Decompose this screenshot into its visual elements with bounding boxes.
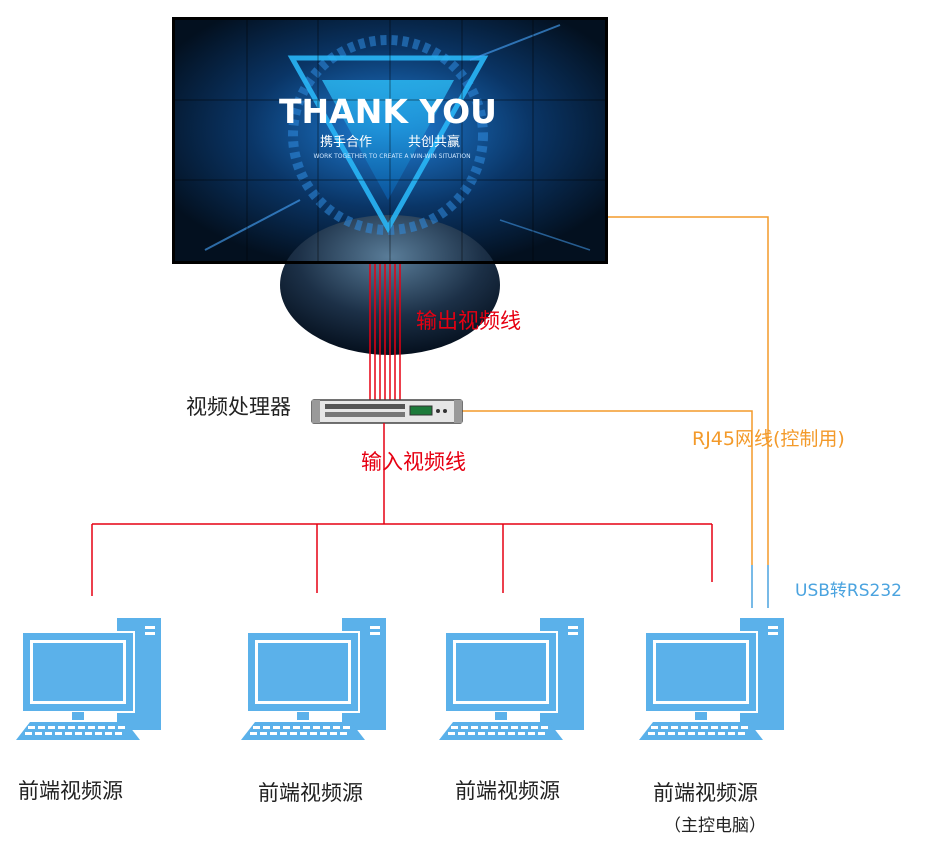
video-processor: [311, 399, 463, 424]
computer-note-4: （主控电脑）: [664, 816, 766, 836]
output-cable-label: 输出视频线: [416, 309, 521, 333]
led-video-wall: THANK YOU 携手合作 共创共赢 WORK TOGETHER TO CRE…: [172, 17, 608, 355]
computer-icon: [639, 618, 784, 740]
computer-icon: [241, 618, 386, 740]
screen-slogan-left: 携手合作: [320, 134, 372, 150]
usb-label: USB转RS232: [795, 581, 902, 601]
computer-icon: [439, 618, 584, 740]
input-video-cables: [91, 423, 713, 596]
computer-label-1: 前端视频源: [18, 779, 123, 803]
computer-label-3: 前端视频源: [455, 779, 560, 803]
computer-label-4: 前端视频源: [653, 781, 758, 805]
screen-slogan-right: 共创共赢: [408, 134, 460, 150]
input-cable-label: 输入视频线: [361, 450, 466, 474]
output-video-cables: [369, 264, 401, 400]
usb-rs232-cable: [751, 565, 769, 608]
screen-headline: THANK YOU: [279, 92, 497, 131]
rj45-control-cable: [460, 216, 769, 565]
rj45-label: RJ45网线(控制用): [692, 428, 845, 450]
computer-icon: [16, 618, 161, 740]
screen-slogan-en: WORK TOGETHER TO CREATE A WIN-WIN SITUAT…: [313, 153, 470, 160]
computer-label-2: 前端视频源: [258, 781, 363, 805]
tile-grid: [175, 20, 605, 261]
processor-label: 视频处理器: [186, 395, 291, 419]
